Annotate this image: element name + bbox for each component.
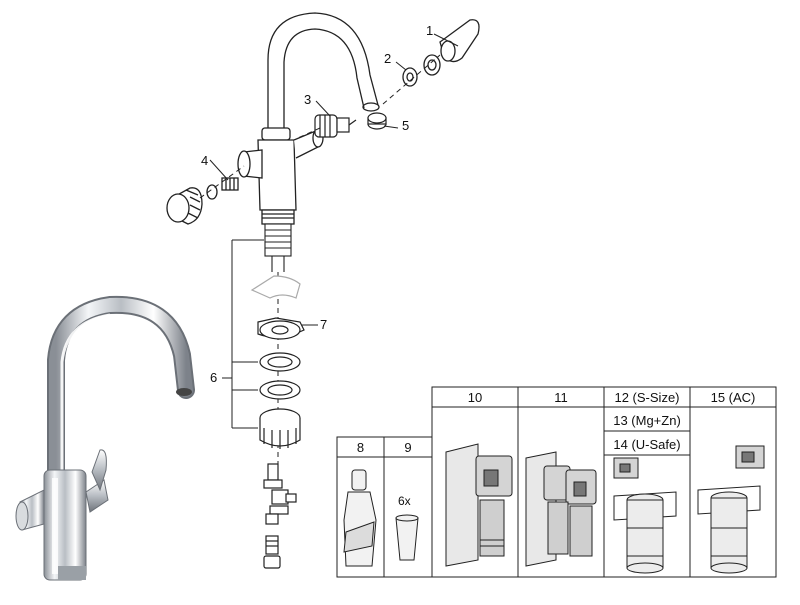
table-header-13: 13 (Mg+Zn) (613, 413, 681, 428)
table-header-10: 10 (467, 390, 483, 405)
callout-4: 4 (201, 153, 209, 168)
table-header-9: 9 (404, 440, 412, 455)
glass-quantity: 6x (398, 494, 411, 508)
faucet-spout (267, 12, 380, 130)
filter-cartridge-bracket (613, 457, 677, 574)
kit-bracket (222, 239, 264, 429)
filter-housing-single (445, 443, 513, 567)
callout-5: 5 (402, 118, 410, 133)
table-header-8: 8 (356, 440, 365, 455)
lever-handle-part (439, 19, 480, 63)
faucet-body (237, 127, 324, 225)
table-header-14: 14 (U-Safe) (613, 437, 681, 452)
glass-illustration (395, 514, 419, 561)
hose-connectors (263, 463, 297, 569)
faucet-product-illustration (15, 295, 195, 581)
table-header-15: 15 (AC) (710, 390, 756, 405)
callout-1: 1 (426, 23, 434, 38)
filter-cartridge-ac (697, 445, 765, 574)
callout-7: 7 (320, 317, 328, 332)
table-header-12: 12 (S-Size) (614, 390, 680, 405)
mounting-parts (250, 275, 305, 449)
callout-2: 2 (384, 51, 392, 66)
callout-leaders (209, 33, 459, 326)
cartridge-part (314, 114, 357, 138)
aerator-part (367, 112, 387, 130)
accessory-table (336, 386, 777, 578)
bottle-illustration (343, 469, 377, 567)
table-header-11: 11 (554, 390, 568, 405)
callout-6: 6 (210, 370, 218, 385)
filter-housing-double (525, 451, 597, 567)
filter-knob-part (166, 177, 239, 225)
callout-3: 3 (304, 92, 312, 107)
threaded-shank (264, 223, 292, 272)
